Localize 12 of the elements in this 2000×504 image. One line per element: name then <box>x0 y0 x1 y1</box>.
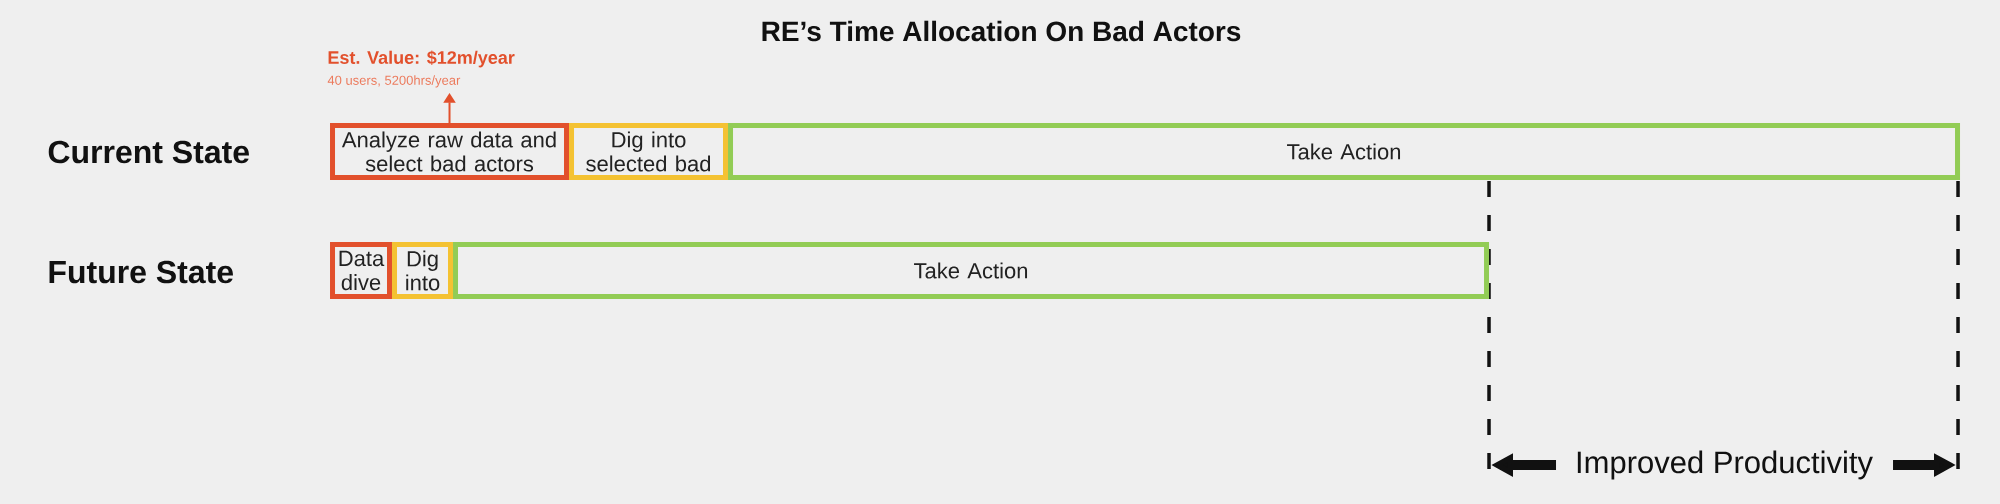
step-box: Analyze raw data and select bad actors <box>330 123 569 180</box>
title: RE’s Time Allocation On Bad Actors <box>762 20 1241 42</box>
value-note: 40 users, 5200hrs/year <box>327 75 461 88</box>
row-label: Current State <box>48 140 249 164</box>
step-box: Take Action <box>728 123 1960 180</box>
step-box: Dig into <box>392 242 453 299</box>
step-box: Dig into selected bad <box>569 123 728 180</box>
value-heading: Est. Value: $12m/year <box>328 50 515 68</box>
step-box: Data dive <box>330 242 392 299</box>
row-label: Future State <box>49 260 233 284</box>
step-box: Take Action <box>453 242 1489 299</box>
dimension-label: Improved Productivity <box>1577 450 1873 480</box>
